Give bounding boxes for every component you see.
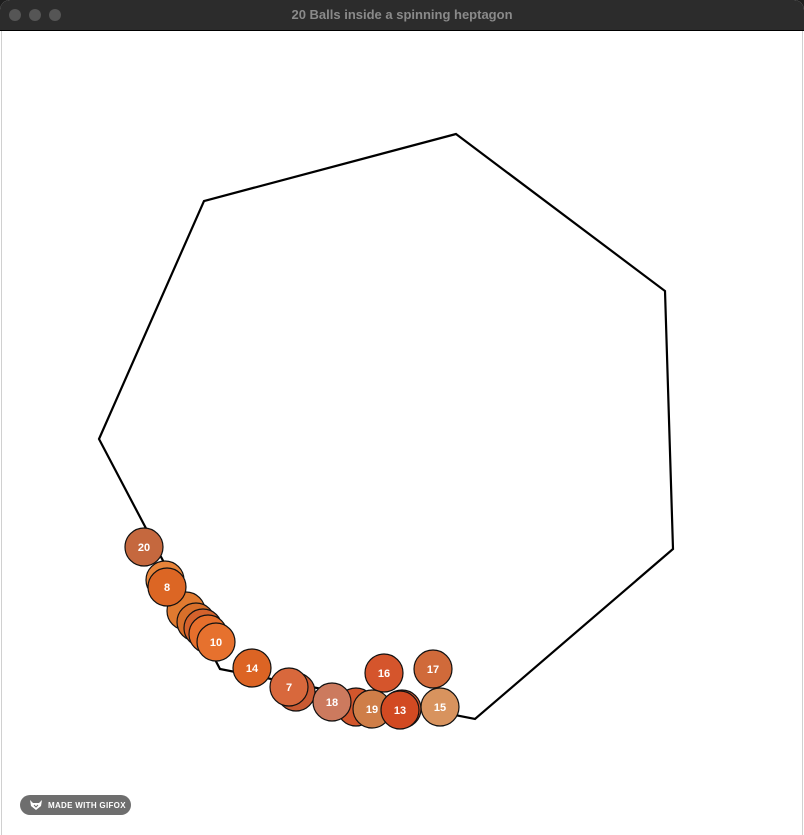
ball-circle: [413, 649, 453, 689]
maximize-window-button[interactable]: [49, 9, 61, 21]
badge-label: MADE WITH GIFOX: [48, 800, 126, 810]
ball: 15: [420, 687, 460, 727]
title-bar[interactable]: 20 Balls inside a spinning heptagon: [0, 0, 804, 31]
ball-number: 16: [378, 668, 390, 680]
ball-circle: [196, 622, 236, 662]
ball-number: 10: [210, 637, 222, 649]
window-title: 20 Balls inside a spinning heptagon: [291, 7, 513, 22]
ball-circle: [124, 527, 164, 567]
ball-circle: [364, 653, 404, 693]
close-window-button[interactable]: [9, 9, 21, 21]
ball-number: 17: [427, 664, 439, 676]
ball: 10: [196, 622, 236, 662]
ball-number: 15: [434, 702, 446, 714]
minimize-window-button[interactable]: [29, 9, 41, 21]
ball-number: 18: [326, 697, 338, 709]
ball-circle: [232, 648, 272, 688]
ball: 16: [364, 653, 404, 693]
ball: 17: [413, 649, 453, 689]
fox-icon: [29, 799, 43, 811]
ball-circle: [380, 690, 420, 730]
ball-number: 7: [286, 682, 292, 694]
ball-circle: [269, 667, 309, 707]
ball-number: 14: [246, 663, 259, 675]
ball-circle: [312, 682, 352, 722]
made-with-gifox-badge: MADE WITH GIFOX: [20, 795, 131, 815]
ball: 20: [124, 527, 164, 567]
ball: 13: [380, 690, 420, 730]
ball-number: 8: [164, 582, 170, 594]
ball-number: 13: [394, 705, 406, 717]
ball-number: 20: [138, 542, 150, 554]
ball-circle: [147, 567, 187, 607]
ball: 7: [269, 667, 309, 707]
ball: 18: [312, 682, 352, 722]
ball: 8: [147, 567, 187, 607]
balls-layer: 20 8 10 14 7 18 16 17 19 13 15: [124, 527, 460, 730]
ball: 14: [232, 648, 272, 688]
ball-number: 19: [366, 704, 378, 716]
ball-circle: [420, 687, 460, 727]
